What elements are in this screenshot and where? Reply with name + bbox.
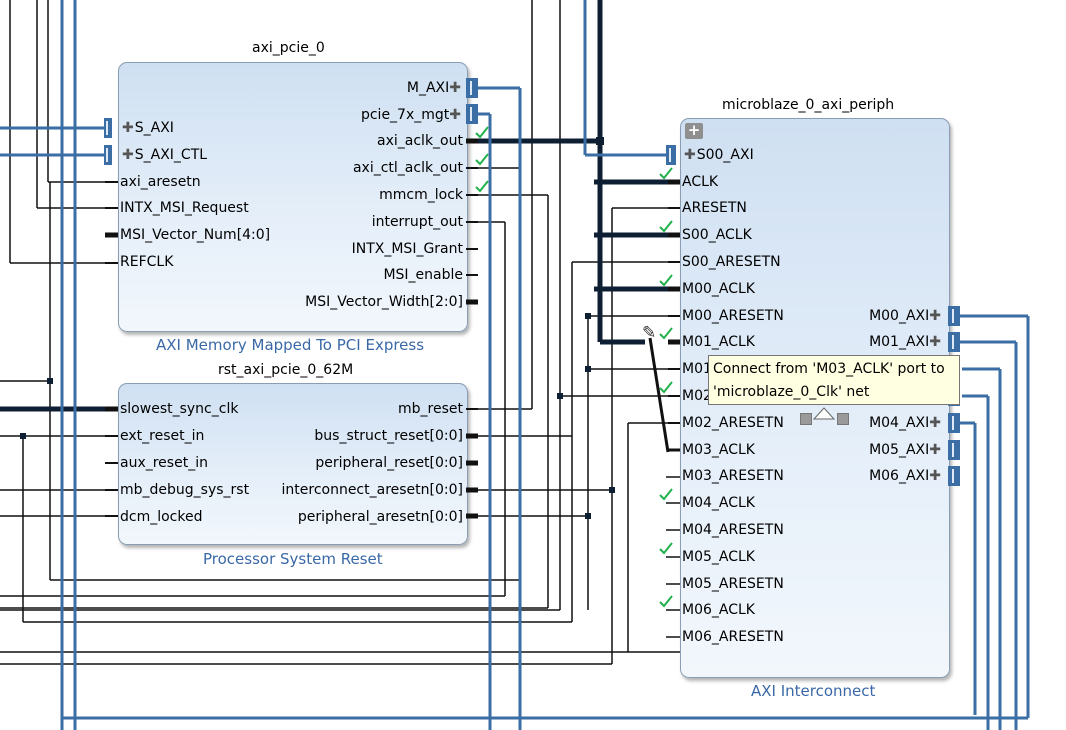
pin-m04-axi[interactable]: M04_AXI✚ bbox=[869, 415, 941, 431]
pin-aux-reset-in[interactable]: aux_reset_in bbox=[120, 455, 208, 471]
reset-ip-name: Processor System Reset bbox=[203, 550, 383, 568]
pin-m05-axi[interactable]: M05_AXI✚ bbox=[869, 442, 941, 458]
clock-net-wire[interactable] bbox=[0, 0, 680, 412]
plus-icon: ✚ bbox=[449, 80, 461, 96]
pin-s-axi-ctl[interactable]: ✚S_AXI_CTL bbox=[122, 147, 208, 163]
pin-m06-axi[interactable]: M06_AXI✚ bbox=[869, 468, 941, 484]
pin-m-axi[interactable]: M_AXI✚ bbox=[406, 80, 461, 96]
handle-square-icon bbox=[837, 413, 849, 425]
pin-aresetn[interactable]: ARESETN bbox=[682, 200, 747, 216]
pin-peripheral-aresetn[interactable]: peripheral_aresetn[0:0] bbox=[297, 509, 463, 525]
interconnect-ip-name: AXI Interconnect bbox=[751, 682, 876, 700]
pin-slowest-sync-clk[interactable]: slowest_sync_clk bbox=[120, 401, 239, 417]
expand-icon[interactable]: + bbox=[685, 123, 703, 139]
pin-m03-aclk[interactable]: M03_ACLK bbox=[682, 442, 755, 458]
pin-refclk[interactable]: REFCLK bbox=[120, 254, 174, 270]
pin-m06-aclk[interactable]: M06_ACLK bbox=[682, 602, 755, 618]
reset-instance-name: rst_axi_pcie_0_62M bbox=[218, 362, 354, 378]
pin-dcm-locked[interactable]: dcm_locked bbox=[120, 509, 203, 525]
pin-intx-msi-request[interactable]: INTX_MSI_Request bbox=[120, 200, 249, 216]
tooltip-pointer-icon bbox=[812, 407, 836, 420]
plus-icon: ✚ bbox=[929, 308, 941, 324]
plus-icon: ✚ bbox=[684, 147, 696, 163]
pin-m02-aresetn[interactable]: M02_ARESETN bbox=[682, 415, 784, 431]
bus-wire[interactable] bbox=[0, 0, 1030, 730]
pencil-cursor-icon: ✎ bbox=[642, 323, 657, 343]
pin-m04-aresetn[interactable]: M04_ARESETN bbox=[682, 522, 784, 538]
pin-m01-aclk[interactable]: M01_ACLK bbox=[682, 334, 755, 350]
pin-m03-aresetn[interactable]: M03_ARESETN bbox=[682, 468, 784, 484]
drag-connection-line bbox=[648, 337, 670, 453]
bus-connector-dots bbox=[106, 81, 954, 483]
pin-m00-aresetn[interactable]: M00_ARESETN bbox=[682, 308, 784, 324]
tooltip-line-1: Connect from 'M03_ACLK' port to bbox=[713, 361, 945, 377]
pin-mmcm-lock[interactable]: mmcm_lock bbox=[379, 187, 463, 203]
junction-dots bbox=[20, 137, 615, 519]
pin-s00-aclk[interactable]: S00_ACLK bbox=[682, 227, 752, 243]
connection-tooltip: Connect from 'M03_ACLK' port to 'microbl… bbox=[708, 355, 960, 405]
pin-s-axi[interactable]: ✚S_AXI bbox=[122, 120, 174, 136]
pin-axi-aclk-out[interactable]: axi_aclk_out bbox=[377, 133, 463, 149]
axi-pcie-block[interactable] bbox=[118, 62, 468, 332]
pin-m04-aclk[interactable]: M04_ACLK bbox=[682, 495, 755, 511]
wire-layer bbox=[0, 0, 1030, 730]
pin-bus-struct-reset[interactable]: bus_struct_reset[0:0] bbox=[314, 428, 463, 444]
pcie-ip-name: AXI Memory Mapped To PCI Express bbox=[156, 336, 425, 354]
pin-mb-reset[interactable]: mb_reset bbox=[398, 401, 463, 417]
plus-icon: ✚ bbox=[929, 334, 941, 350]
pcie-instance-name: axi_pcie_0 bbox=[252, 40, 325, 56]
pin-msi-enable[interactable]: MSI_enable bbox=[383, 267, 463, 283]
pin-msi-vector-width[interactable]: MSI_Vector_Width[2:0] bbox=[305, 294, 463, 310]
pin-msi-vector-num[interactable]: MSI_Vector_Num[4:0] bbox=[120, 227, 271, 243]
pin-m01-axi[interactable]: M01_AXI✚ bbox=[869, 334, 941, 350]
pin-mb-debug-sys-rst[interactable]: mb_debug_sys_rst bbox=[120, 482, 250, 498]
pin-m00-aclk[interactable]: M00_ACLK bbox=[682, 281, 755, 297]
pin-axi-aresetn[interactable]: axi_aresetn bbox=[120, 174, 201, 190]
plus-icon: ✚ bbox=[929, 468, 941, 484]
plus-icon: ✚ bbox=[449, 107, 461, 123]
plus-icon: ✚ bbox=[122, 120, 134, 136]
pin-axi-ctl-aclk-out[interactable]: axi_ctl_aclk_out bbox=[352, 160, 463, 176]
interconnect-instance-name: microblaze_0_axi_periph bbox=[722, 97, 895, 113]
pin-aclk[interactable]: ACLK bbox=[682, 174, 719, 190]
pin-intx-msi-grant[interactable]: INTX_MSI_Grant bbox=[351, 241, 463, 257]
pin-peripheral-reset[interactable]: peripheral_reset[0:0] bbox=[315, 455, 463, 471]
pin-m05-aclk[interactable]: M05_ACLK bbox=[682, 549, 755, 565]
processor-reset-block[interactable] bbox=[118, 383, 468, 545]
pin-interconnect-aresetn[interactable]: interconnect_aresetn[0:0] bbox=[281, 482, 464, 498]
pin-stubs bbox=[105, 138, 478, 519]
pin-m06-aresetn[interactable]: M06_ARESETN bbox=[682, 629, 784, 645]
pin-m00-axi[interactable]: M00_AXI✚ bbox=[869, 308, 941, 324]
pin-s00-axi[interactable]: ✚S00_AXI bbox=[684, 147, 754, 163]
pin-m05-aresetn[interactable]: M05_ARESETN bbox=[682, 576, 784, 592]
pin-interrupt-out[interactable]: interrupt_out bbox=[371, 214, 463, 230]
pin-pcie-7x-mgt[interactable]: pcie_7x_mgt✚ bbox=[360, 107, 461, 123]
bus-connectors bbox=[104, 78, 960, 486]
plus-icon: ✚ bbox=[929, 415, 941, 431]
pin-s00-aresetn[interactable]: S00_ARESETN bbox=[682, 254, 781, 270]
interconnect-stubs bbox=[668, 179, 680, 424]
tooltip-line-2: 'microblaze_0_Clk' net bbox=[713, 384, 870, 400]
handle-square-icon bbox=[800, 413, 812, 425]
checkmark-icons bbox=[475, 126, 673, 608]
plus-icon: ✚ bbox=[122, 147, 134, 163]
pin-ext-reset-in[interactable]: ext_reset_in bbox=[120, 428, 205, 444]
plus-icon: ✚ bbox=[929, 442, 941, 458]
